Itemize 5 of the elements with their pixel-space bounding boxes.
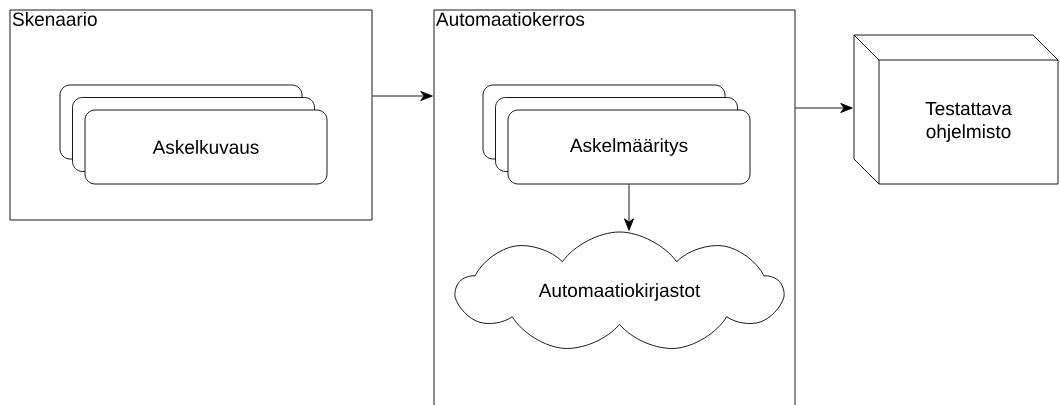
arrow [372,91,433,101]
arrow [624,184,635,231]
card-stack: Askelmääritys [482,84,751,185]
arrow [795,103,853,113]
card-stack: Askelkuvaus [59,84,328,185]
